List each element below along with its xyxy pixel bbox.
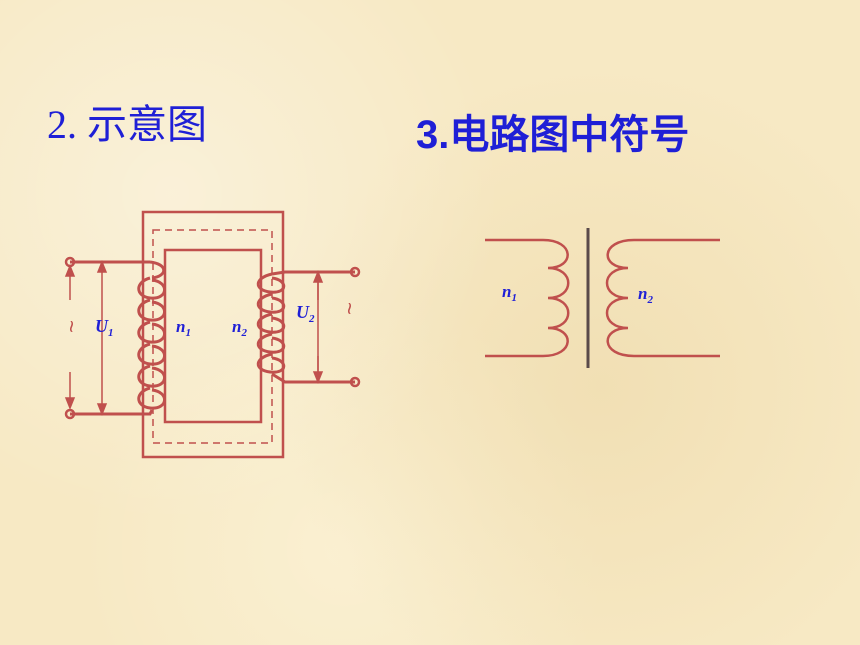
label-n1-schematic: n1 — [176, 317, 191, 339]
label-u2: U2 — [296, 302, 315, 325]
label-n2-schematic: n2 — [232, 317, 247, 339]
symbol-labels: n1 n2 — [502, 282, 653, 306]
label-u1: U1 — [95, 316, 114, 339]
symbol-secondary-coil — [605, 238, 720, 358]
terminal-secondary-top — [349, 266, 361, 278]
label-n1-symbol: n1 — [502, 282, 517, 304]
core-outer-frame — [141, 210, 285, 459]
symbol-primary-coil — [485, 238, 570, 358]
symbol-title: 3.电路图中符号 — [416, 113, 690, 157]
label-n2-symbol: n2 — [638, 284, 653, 306]
schematic-labels: U1 n1 n2 U2 ~ ~ — [59, 302, 362, 339]
ac-symbol-right: ~ — [337, 302, 362, 315]
secondary-winding — [256, 270, 355, 384]
core-dashed-frame — [152, 229, 273, 444]
transformer-schematic — [64, 210, 361, 459]
terminal-secondary-bottom — [349, 376, 361, 388]
voltage-arrows — [64, 259, 324, 417]
schematic-title: 2. 示意图 — [47, 102, 207, 147]
transformer-symbol — [485, 228, 720, 368]
ac-symbol-left: ~ — [59, 320, 84, 333]
primary-winding — [70, 260, 166, 416]
